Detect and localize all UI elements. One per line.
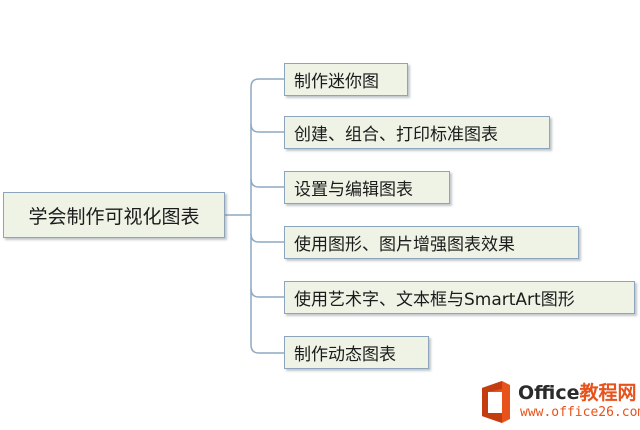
- subtopic-shapes-images[interactable]: 使用图形、图片增强图表效果: [284, 226, 579, 259]
- root-topic-label: 学会制作可视化图表: [28, 205, 200, 228]
- watermark-brand-office: Office: [518, 382, 580, 404]
- watermark: Office教程网 www.office26.com: [476, 378, 640, 426]
- branch-line-1: [250, 123, 284, 133]
- subtopic-edit-charts[interactable]: 设置与编辑图表: [284, 171, 450, 204]
- subtopic-label: 创建、组合、打印标准图表: [294, 125, 498, 145]
- root-topic[interactable]: 学会制作可视化图表: [3, 192, 225, 238]
- branch-line-3: [250, 233, 284, 243]
- watermark-brand: Office教程网: [518, 378, 637, 405]
- subtopic-standard-charts[interactable]: 创建、组合、打印标准图表: [284, 116, 550, 149]
- watermark-url: www.office26.com: [520, 405, 640, 420]
- branch-line-2: [250, 178, 284, 188]
- subtopic-dynamic-charts[interactable]: 制作动态图表: [284, 336, 429, 369]
- subtopic-label: 使用图形、图片增强图表效果: [294, 235, 515, 255]
- subtopic-label: 制作动态图表: [294, 345, 396, 365]
- watermark-brand-suffix: 教程网: [579, 382, 637, 404]
- subtopic-label: 设置与编辑图表: [294, 180, 413, 200]
- subtopic-wordart-smartart[interactable]: 使用艺术字、文本框与SmartArt图形: [284, 281, 635, 314]
- branch-line-0: [250, 78, 284, 88]
- subtopic-sparklines[interactable]: 制作迷你图: [284, 63, 408, 96]
- subtopic-label: 使用艺术字、文本框与SmartArt图形: [294, 290, 575, 310]
- subtopic-label: 制作迷你图: [294, 72, 379, 92]
- branch-line-5: [250, 344, 284, 354]
- branch-line-4: [250, 288, 284, 298]
- office-logo-icon: [482, 381, 510, 423]
